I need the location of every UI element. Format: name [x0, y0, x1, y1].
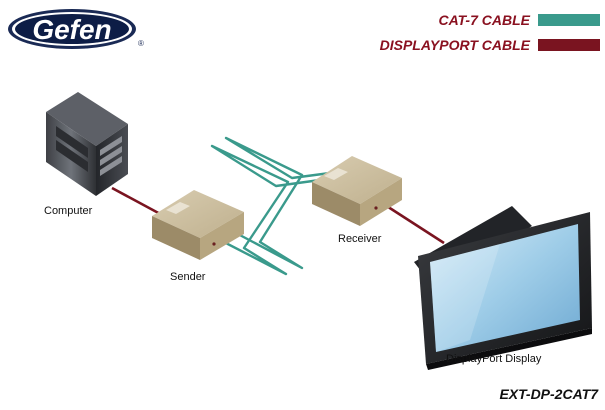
cat7-cable-2	[210, 144, 321, 276]
legend-swatch-cat7	[538, 14, 600, 26]
cat7-cable-1	[224, 136, 331, 270]
displayport-cable-computer	[111, 186, 165, 218]
legend-swatch-displayport	[538, 39, 600, 51]
displayport-cables	[111, 186, 445, 245]
legend-label-cat7: CAT-7 CABLE	[438, 12, 530, 28]
legend-item-cat7: CAT-7 CABLE	[438, 12, 600, 28]
computer-label: Computer	[44, 205, 93, 217]
receiver-box	[312, 156, 402, 226]
computer-icon	[46, 92, 128, 196]
display-monitor-icon	[414, 206, 592, 370]
sender-box	[152, 190, 244, 260]
legend-item-displayport: DISPLAYPORT CABLE	[380, 37, 600, 53]
brand-name: Gefen	[32, 14, 111, 45]
registered-mark: ®	[138, 39, 144, 48]
receiver-label: Receiver	[338, 233, 382, 245]
legend-label-displayport: DISPLAYPORT CABLE	[380, 37, 531, 53]
brand-logo: Gefen ®	[8, 9, 144, 49]
legend: CAT-7 CABLE DISPLAYPORT CABLE	[380, 12, 600, 53]
sender-label: Sender	[170, 271, 206, 283]
cat7-cable-pair	[210, 136, 331, 276]
model-number: EXT-DP-2CAT7	[499, 386, 599, 402]
displayport-cable-display	[381, 201, 445, 245]
display-label: DisplayPort Display	[446, 353, 542, 365]
